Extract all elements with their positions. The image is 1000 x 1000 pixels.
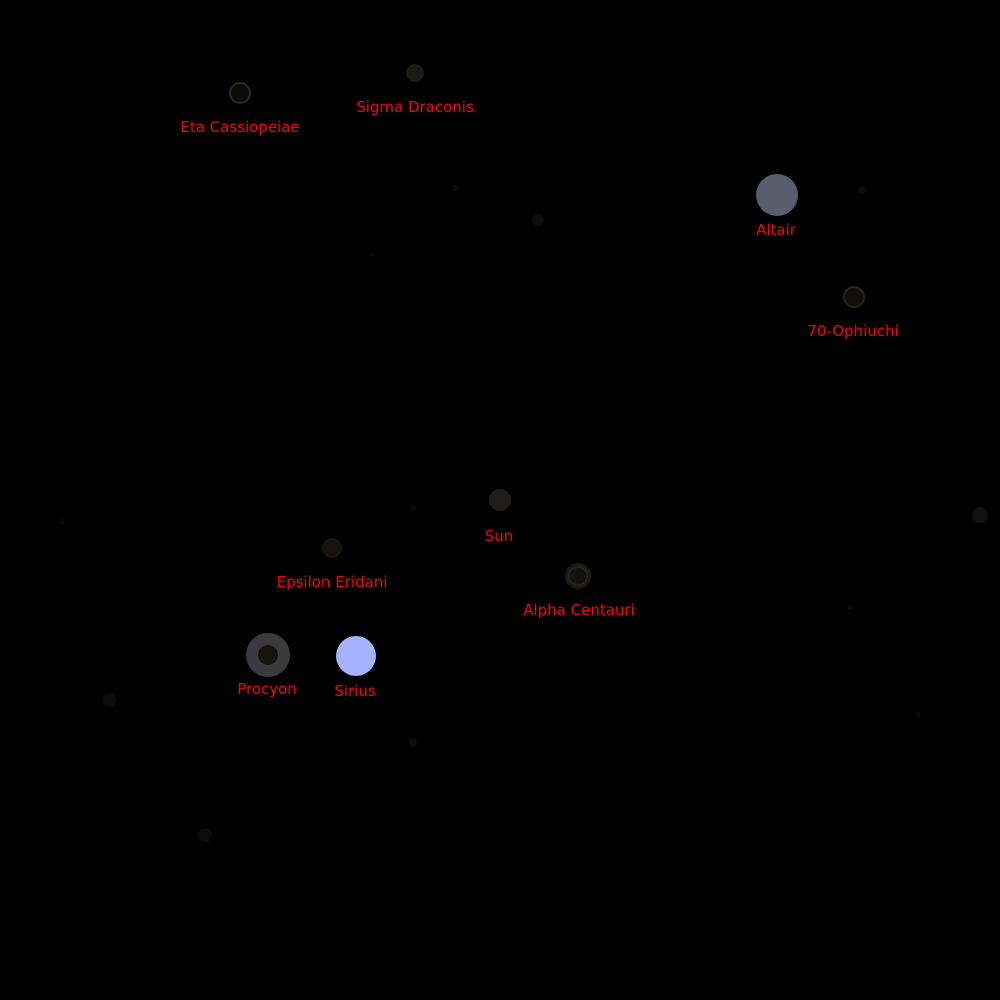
- star-sirius[interactable]: Sirius: [334, 636, 376, 700]
- faint-star: [847, 604, 853, 610]
- star-label: Sun: [485, 527, 514, 545]
- faint-star: [858, 186, 866, 194]
- star-marker: [489, 489, 511, 511]
- star-marker: [568, 566, 588, 586]
- star-marker: [229, 82, 251, 104]
- star-70-ophiuchi[interactable]: 70-Ophiuchi: [807, 286, 899, 340]
- star-label: Sigma Draconis: [356, 98, 474, 116]
- star-alpha-centauri[interactable]: Alpha Centauri: [523, 563, 635, 619]
- star-marker: [406, 64, 424, 82]
- star-marker: [336, 636, 376, 676]
- faint-star: [370, 253, 374, 257]
- star-label: Epsilon Eridani: [277, 573, 388, 591]
- faint-star: [532, 214, 544, 226]
- faint-star: [198, 828, 212, 842]
- star-marker: [322, 538, 342, 558]
- star-marker: [756, 174, 798, 216]
- star-sigma-draconis[interactable]: Sigma Draconis: [356, 64, 474, 116]
- star-label: Eta Cassiopeiae: [180, 118, 299, 136]
- faint-star: [915, 712, 921, 718]
- background-stars: [59, 185, 988, 842]
- star-altair[interactable]: Altair: [756, 174, 798, 239]
- faint-star: [102, 693, 116, 707]
- faint-star: [452, 185, 458, 191]
- faint-star: [972, 507, 988, 523]
- star-sun[interactable]: Sun: [485, 489, 514, 545]
- faint-star: [409, 739, 417, 747]
- star-marker: [843, 286, 865, 308]
- star-eta-cassiopeiae[interactable]: Eta Cassiopeiae: [180, 82, 300, 136]
- star-label: Altair: [756, 221, 797, 239]
- faint-star: [410, 505, 416, 511]
- star-label: Sirius: [334, 682, 376, 700]
- star-procyon[interactable]: Procyon: [237, 633, 297, 698]
- star-label: Alpha Centauri: [523, 601, 635, 619]
- star-label: 70-Ophiuchi: [807, 322, 898, 340]
- star-marker: [258, 645, 278, 665]
- star-epsilon-eridani[interactable]: Epsilon Eridani: [277, 538, 388, 591]
- faint-star: [59, 519, 65, 525]
- star-label: Procyon: [237, 680, 297, 698]
